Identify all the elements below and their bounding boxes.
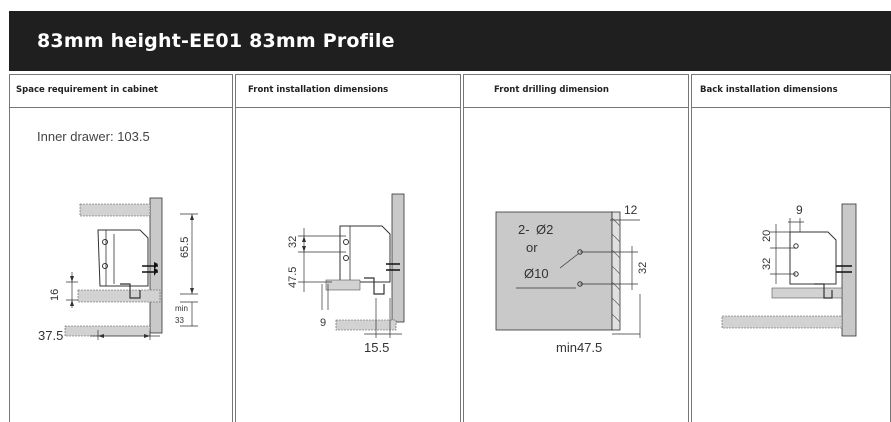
dim-37-5: 37.5 [38,328,63,343]
drill-phi10: Ø10 [524,266,549,281]
column-back-installation: Back installation dimensions 20 32 9 [691,74,891,422]
dim-32: 32 [287,236,299,248]
column-header-label: Front installation dimensions [248,85,389,95]
page-title: 83mm height-EE01 83mm Profile [37,30,395,52]
drill-or: or [526,240,538,255]
dim-47-5: 47.5 [287,267,299,288]
dim-15-5: 15.5 [364,340,389,355]
dim-16: 16 [49,289,61,301]
space-requirement-drawing: 65.5 min 33 16 37.5 [38,197,198,343]
dimension-table: Space requirement in cabinet Inner drawe… [9,74,891,422]
column-header-label: Back installation dimensions [700,85,838,95]
dim-12: 12 [624,203,638,217]
back-installation-drawing: 20 32 9 [721,203,857,337]
dim-9: 9 [796,203,803,217]
column-space-requirement: Space requirement in cabinet Inner drawe… [9,74,233,422]
drill-2: 2- [518,222,530,237]
inner-drawer-note: Inner drawer: 103.5 [37,129,150,144]
column-body: 32 47.5 9 15.5 [236,108,460,422]
column-header-label: Front drilling dimension [494,85,609,95]
column-header: Space requirement in cabinet [10,74,232,108]
column-body: 20 32 9 [692,108,890,422]
dim-min: min [175,304,188,313]
front-drilling-drawing: 32 12 2- Ø2 or Ø10 min47.5 [495,203,649,355]
page-banner: 83mm height-EE01 83mm Profile [9,11,891,71]
front-installation-drawing: 32 47.5 9 15.5 [287,193,405,355]
column-body: 32 12 2- Ø2 or Ø10 min47.5 [464,108,688,422]
dim-65-5: 65.5 [179,237,191,258]
column-header: Back installation dimensions [692,74,890,108]
dim-min47-5: min47.5 [556,340,602,355]
column-front-drilling: Front drilling dimension 32 12 2- Ø2 or … [463,74,689,422]
column-header: Front drilling dimension [464,74,688,108]
drill-phi2: Ø2 [536,222,553,237]
dim-20: 20 [761,230,773,242]
column-header-label: Space requirement in cabinet [16,85,158,95]
column-body: Inner drawer: 103.5 65. [10,108,232,422]
dim-33: 33 [175,316,184,325]
column-header: Front installation dimensions [236,74,460,108]
column-front-installation: Front installation dimensions 32 47.5 9 [235,74,461,422]
dim-32: 32 [761,258,773,270]
dim-9: 9 [320,317,326,329]
dim-32: 32 [637,262,649,274]
